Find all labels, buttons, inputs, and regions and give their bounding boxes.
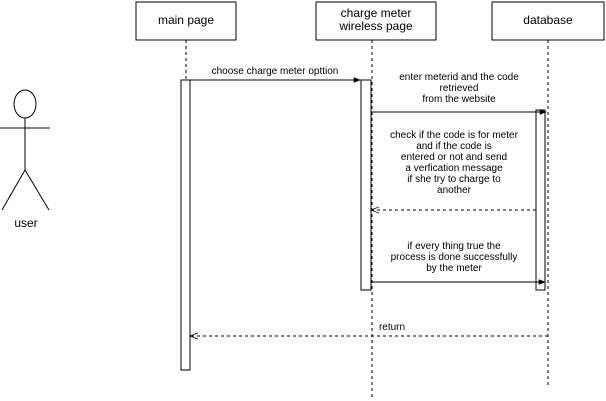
message-label-return: return: [378, 322, 406, 333]
participant-database-box: [491, 1, 605, 41]
participant-main-page-box: [135, 1, 237, 41]
user-actor-figure: [0, 89, 50, 211]
activation-main-page: [180, 79, 191, 371]
participant-charge-meter-box: [315, 1, 437, 41]
activation-charge-meter: [360, 79, 372, 291]
message-label-enter-meterid: enter meterid and the code retrieved fro…: [399, 72, 519, 105]
participant-database-label: database: [523, 13, 573, 27]
message-label-process-done: if every thing true the process is done …: [390, 241, 518, 274]
message-label-choose-option: choose charge meter opttion: [211, 66, 339, 77]
message-label-verification: check if the code is for meter and if th…: [390, 130, 518, 196]
participant-charge-meter-label: charge meter wireless page: [339, 6, 413, 33]
activation-database: [535, 109, 546, 291]
participant-main-page-label: main page: [157, 13, 215, 27]
user-actor-label: user: [14, 216, 38, 230]
